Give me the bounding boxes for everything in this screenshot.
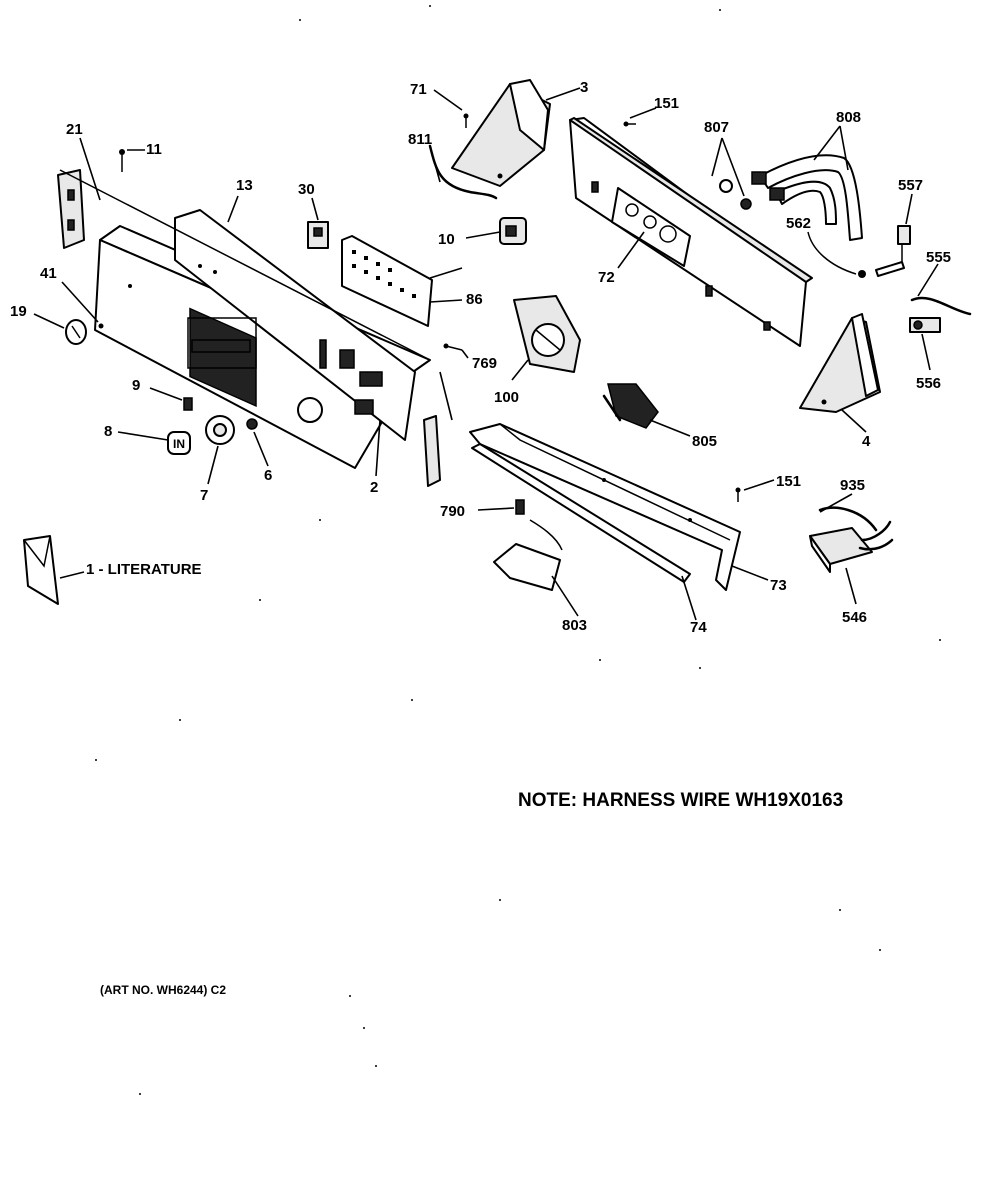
part-546-harness-box xyxy=(809,527,873,573)
label-151-top: 151 xyxy=(654,95,679,112)
label-74: 74 xyxy=(690,619,707,636)
part-9-button xyxy=(183,397,193,411)
part-808-hoses xyxy=(751,154,863,241)
label-2: 2 xyxy=(370,479,378,496)
part-2-end-cap xyxy=(423,415,441,487)
label-811: 811 xyxy=(408,131,432,148)
label-71: 71 xyxy=(410,81,427,98)
part-41-clip xyxy=(98,323,104,329)
part-556-terminal xyxy=(909,317,941,333)
part-100-timer xyxy=(513,295,581,373)
label-72: 72 xyxy=(598,269,615,286)
label-557: 557 xyxy=(898,177,923,194)
label-30: 30 xyxy=(298,181,315,198)
part-13-control-panel xyxy=(59,169,431,469)
label-151-lower: 151 xyxy=(776,473,801,490)
part-562-wire xyxy=(807,231,857,275)
label-790: 790 xyxy=(440,503,465,520)
part-21-bracket xyxy=(57,169,85,249)
part-6-washer xyxy=(246,418,258,430)
part-790-clip xyxy=(515,499,525,515)
label-807: 807 xyxy=(704,119,729,136)
part-3-end-bracket xyxy=(451,79,551,187)
label-556: 556 xyxy=(916,375,941,392)
label-7: 7 xyxy=(200,487,208,504)
svg-text:IN: IN xyxy=(173,437,185,451)
part-11-screw xyxy=(119,149,125,172)
art-number: (ART NO. WH6244) C2 xyxy=(100,983,226,997)
part-30-switch xyxy=(307,221,329,249)
label-8: 8 xyxy=(104,423,112,440)
part-557-connector xyxy=(875,225,911,277)
label-805: 805 xyxy=(692,433,717,450)
label-10: 10 xyxy=(438,231,455,248)
part-86-control-board xyxy=(341,235,463,327)
label-19: 19 xyxy=(10,303,27,320)
part-71-screw xyxy=(463,113,469,128)
label-9: 9 xyxy=(132,377,140,394)
part-803-bracket xyxy=(493,519,563,591)
part-151-screw-lower xyxy=(735,487,741,502)
callout-labels: 3 71 151 807 808 21 11 811 13 30 557 562… xyxy=(10,79,951,636)
label-literature: 1 - LITERATURE xyxy=(86,561,202,578)
label-6: 6 xyxy=(264,467,272,484)
label-11: 11 xyxy=(146,141,162,158)
part-805-sensor xyxy=(602,383,659,429)
label-4: 4 xyxy=(862,433,871,450)
harness-wire-note: NOTE: HARNESS WIRE WH19X0163 xyxy=(518,790,843,811)
label-86: 86 xyxy=(466,291,483,308)
label-13: 13 xyxy=(236,177,253,194)
label-3: 3 xyxy=(580,79,588,96)
background-speckles xyxy=(95,5,941,1095)
part-769-screw xyxy=(443,343,463,351)
literature-envelope xyxy=(23,535,59,605)
part-72-backsplash xyxy=(569,117,813,347)
label-21: 21 xyxy=(66,121,83,138)
label-803: 803 xyxy=(562,617,587,634)
label-546: 546 xyxy=(842,609,867,626)
label-562: 562 xyxy=(786,215,811,232)
label-769: 769 xyxy=(472,355,497,372)
part-7-dial xyxy=(205,415,235,445)
label-555: 555 xyxy=(926,249,951,266)
part-4-end-bracket xyxy=(799,313,881,413)
part-151-screw-top xyxy=(623,121,636,127)
part-807-grommets xyxy=(719,179,752,210)
part-8-knob: IN xyxy=(167,431,191,455)
part-10-valve xyxy=(499,217,527,245)
label-100: 100 xyxy=(494,389,519,406)
label-73: 73 xyxy=(770,577,787,594)
part-74-trim-strip xyxy=(471,443,691,583)
label-808: 808 xyxy=(836,109,861,126)
label-935: 935 xyxy=(840,477,865,494)
part-555-wire xyxy=(910,296,972,316)
part-19-knob xyxy=(65,319,87,345)
label-41: 41 xyxy=(40,265,57,282)
part-73-rear-bracket xyxy=(469,423,741,591)
